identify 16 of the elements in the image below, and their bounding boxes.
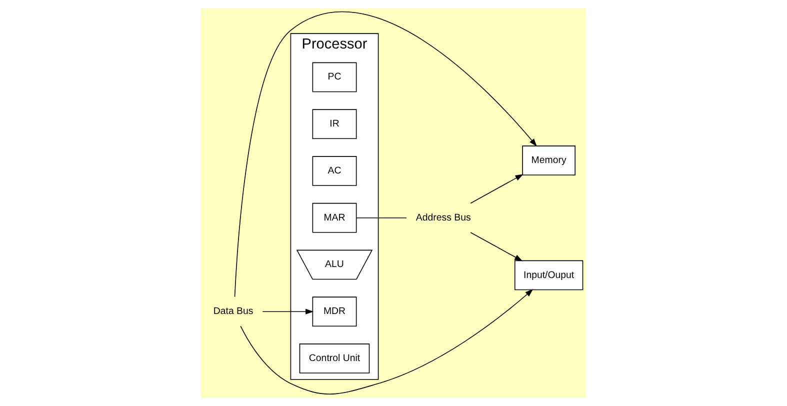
arrow (470, 174, 524, 204)
node-box: IR (312, 109, 357, 140)
node-box: MAR (312, 202, 357, 233)
node-box: Control Unit (299, 344, 370, 374)
node-box: Memory (522, 146, 576, 176)
node-box: MDR (312, 296, 357, 327)
node-box: Input/Ouput (514, 260, 584, 290)
arrow (234, 12, 537, 298)
node-box: PC (312, 62, 357, 92)
connector (356, 217, 407, 218)
node-text: Address Bus (416, 212, 471, 224)
node-box: AC (312, 156, 357, 186)
arrow (240, 288, 534, 394)
arrow (470, 232, 523, 262)
node-text: Data Bus (213, 306, 254, 318)
arrow (262, 308, 314, 314)
